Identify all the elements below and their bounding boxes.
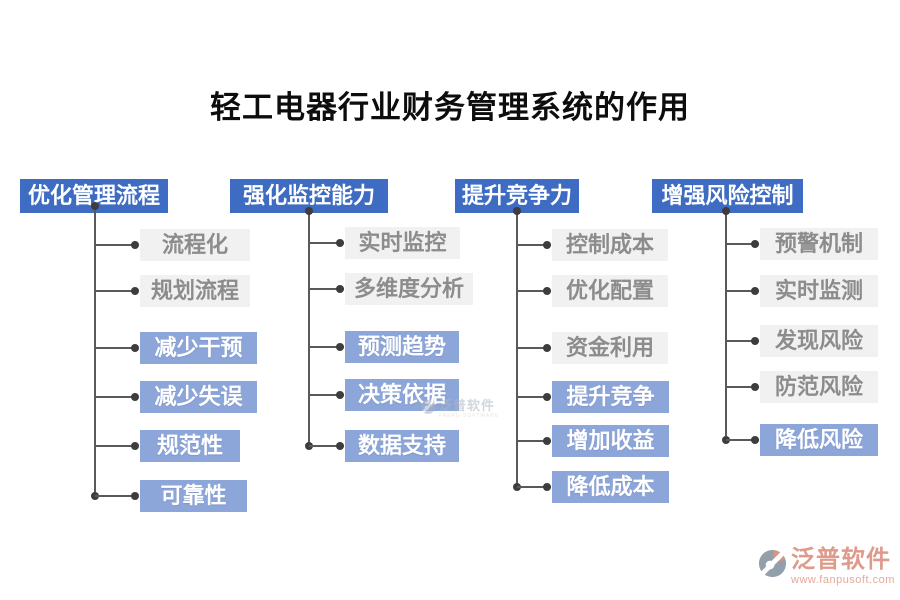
- connector-dot: [91, 202, 99, 210]
- connector-line: [309, 288, 344, 290]
- watermark: 泛普软件 FANPU SOFTWARE: [420, 399, 499, 419]
- connector-line: [95, 347, 135, 349]
- branch-header-optimize-process: 优化管理流程: [20, 179, 168, 213]
- connector-dot: [336, 285, 344, 293]
- connector-line: [95, 244, 135, 246]
- connector-dot: [543, 393, 551, 401]
- tree-item: 防范风险: [760, 371, 878, 403]
- connector-line: [517, 347, 551, 349]
- connector-dot: [305, 207, 313, 215]
- tree-item: 规范性: [140, 430, 240, 462]
- connector-dot: [336, 343, 344, 351]
- connector-line: [726, 340, 759, 342]
- footer-brand-text: 泛普软件: [791, 546, 891, 573]
- connector-line: [517, 244, 551, 246]
- connector-dot: [336, 239, 344, 247]
- connector-line: [309, 242, 344, 244]
- connector-line: [517, 486, 551, 488]
- connector-line: [309, 394, 344, 396]
- connector-line: [726, 243, 759, 245]
- fanpu-logo-icon: [757, 548, 788, 579]
- footer-logo: 泛普软件 www.fanpusoft.com: [757, 548, 895, 586]
- connector-line: [95, 495, 135, 497]
- branch-header-competitiveness: 提升竞争力: [455, 179, 579, 213]
- connector-dot: [722, 207, 730, 215]
- tree-item: 发现风险: [760, 325, 878, 357]
- connector-line: [726, 386, 759, 388]
- tree-item: 可靠性: [140, 480, 247, 512]
- tree-item: 实时监控: [345, 227, 460, 259]
- tree-item: 降低风险: [760, 424, 878, 456]
- tree-item: 预测趋势: [345, 331, 459, 363]
- tree-item: 资金利用: [552, 332, 668, 364]
- connector-dot: [751, 287, 759, 295]
- tree-item: 降低成本: [552, 471, 669, 503]
- connector-line: [95, 445, 135, 447]
- connector-line: [517, 396, 551, 398]
- connector-trunk: [516, 211, 518, 487]
- connector-dot: [751, 240, 759, 248]
- tree-item: 决策依据: [345, 379, 459, 411]
- connector-dot: [543, 241, 551, 249]
- connector-line: [309, 445, 344, 447]
- tree-item: 提升竞争: [552, 381, 669, 413]
- fanpu-logo-icon: [420, 399, 436, 415]
- connector-dot: [543, 344, 551, 352]
- tree-item: 多维度分析: [345, 273, 473, 305]
- connector-dot: [543, 437, 551, 445]
- connector-line: [309, 346, 344, 348]
- tree-item: 实时监测: [760, 275, 878, 307]
- connector-trunk: [308, 211, 310, 446]
- connector-dot: [131, 442, 139, 450]
- page-title: 轻工电器行业财务管理系统的作用: [210, 90, 690, 125]
- tree-item: 控制成本: [552, 229, 668, 261]
- tree-item: 增加收益: [552, 425, 669, 457]
- connector-dot: [131, 241, 139, 249]
- connector-dot: [543, 287, 551, 295]
- connector-dot: [336, 391, 344, 399]
- connector-line: [517, 440, 551, 442]
- watermark-brand: 泛普软件: [439, 398, 496, 413]
- connector-line: [517, 290, 551, 292]
- tree-item: 减少干预: [140, 332, 257, 364]
- footer-url: www.fanpusoft.com: [791, 574, 895, 586]
- tree-item: 流程化: [140, 229, 250, 261]
- connector-dot: [131, 344, 139, 352]
- tree-item: 减少失误: [140, 381, 257, 413]
- connector-dot: [513, 207, 521, 215]
- connector-dot: [751, 383, 759, 391]
- connector-dot: [131, 287, 139, 295]
- connector-dot: [131, 393, 139, 401]
- branch-header-monitoring: 强化监控能力: [230, 179, 388, 213]
- connector-line: [95, 396, 135, 398]
- tree-item: 数据支持: [345, 430, 459, 462]
- connector-dot: [543, 483, 551, 491]
- connector-dot: [336, 442, 344, 450]
- tree-item: 规划流程: [140, 275, 250, 307]
- tree-item: 优化配置: [552, 275, 668, 307]
- connector-line: [95, 290, 135, 292]
- connector-line: [726, 439, 759, 441]
- connector-dot: [751, 436, 759, 444]
- connector-trunk: [94, 206, 96, 496]
- connector-dot: [751, 337, 759, 345]
- tree-item: 预警机制: [760, 228, 878, 260]
- connector-dot: [131, 492, 139, 500]
- connector-line: [726, 290, 759, 292]
- watermark-subtitle: FANPU SOFTWARE: [439, 413, 500, 419]
- connector-trunk: [725, 211, 727, 440]
